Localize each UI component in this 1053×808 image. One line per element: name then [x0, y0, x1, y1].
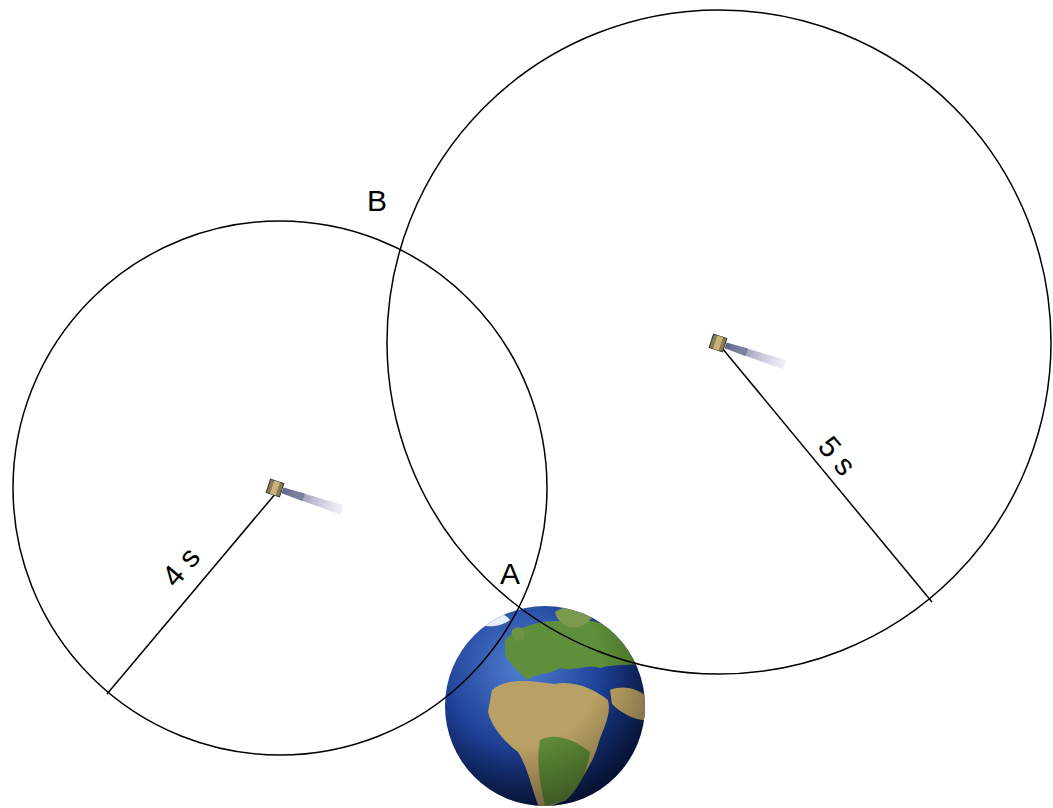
distance-label: 4 s: [157, 542, 206, 592]
satellite: [266, 479, 344, 516]
distance-label: 5 s: [813, 431, 862, 481]
point-label: B: [367, 186, 387, 216]
range-circle: [13, 221, 547, 755]
radius-line: [107, 493, 276, 694]
radius-line: [722, 348, 932, 602]
point-label: A: [500, 559, 520, 589]
satellite: [709, 334, 787, 371]
earth: [445, 606, 660, 808]
range-circle: [387, 10, 1051, 674]
